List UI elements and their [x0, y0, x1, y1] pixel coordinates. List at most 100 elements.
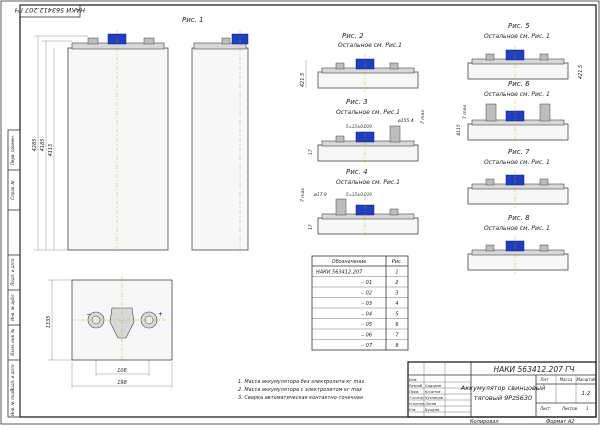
fig4-dim-a: ø17.9	[313, 192, 327, 198]
note-3: 3. Сварка автоматическая контактно-точеч…	[238, 395, 363, 401]
dim-d3: 4115	[48, 144, 54, 157]
side-stamp-5: Подп. и дата	[10, 364, 15, 392]
side-stamp-1: Справ. №	[10, 180, 15, 199]
side-stamp-6: Инв. № подл.	[10, 388, 15, 416]
title-sheets-value: 1	[586, 406, 589, 411]
fig4-dim-b: 7 max	[300, 188, 306, 202]
dim-width1: 108	[117, 368, 127, 374]
note-1: 1. Масса аккумулятора без электролита кг…	[238, 379, 364, 385]
title-scale-value: 1:2	[582, 391, 591, 397]
fig3-dim-d: 17	[308, 149, 314, 155]
table-cell-designation: – 01	[362, 280, 372, 286]
table-cell-designation: – 06	[362, 333, 372, 339]
footer-format: Формат А2	[546, 419, 574, 425]
fig8-title: Рис. 8	[508, 214, 530, 222]
signature-role: Н.контр.	[409, 402, 425, 406]
fig3-note: Остальное см. Рис.1	[336, 109, 400, 116]
title-name-line1: Аккумулятор свинцовый	[460, 384, 545, 392]
fig4-note: Остальное см. Рис.1	[336, 179, 400, 186]
table-cell-designation: – 07	[362, 343, 373, 349]
fig4: Рис. 4 Остальное см. Рис.1 ø17.9 5=15±0.…	[300, 168, 419, 238]
fig2: Рис. 2 Остальное см. Рис.1 421.5	[300, 32, 419, 92]
table-cell-fig: 2	[395, 280, 398, 286]
title-doc-number: НАКИ 563412.207 ГЧ	[493, 365, 574, 374]
dim-d2: 4185	[40, 139, 46, 152]
table-cell-fig: 3	[395, 291, 398, 297]
fig3: Рис. 3 Остальное см. Рис.1 5=15±0.019 ø1…	[308, 98, 426, 165]
title-sheet-label: Лист	[539, 406, 551, 411]
fig5-note: Остальное см. Рис. 1	[484, 33, 550, 40]
fig6: Рис. 6 Остальное см. Рис. 1 4115 7 max	[456, 80, 569, 144]
fig1-height-dims: 4285 4185 4115	[32, 35, 88, 251]
side-stamp-0: Перв. примен.	[10, 135, 15, 165]
dim-width2: 198	[117, 380, 127, 386]
fig1-top-view: − +	[71, 275, 173, 365]
fig3-dim-b: 7 max	[420, 110, 426, 124]
top-stamp-text: НАКИ 563412.207 ГЧ	[14, 6, 85, 14]
table-cell-designation: – 03	[362, 301, 372, 307]
title-scale-label: Масштаб	[576, 377, 596, 382]
fig6-note: Остальное см. Рис. 1	[484, 91, 550, 98]
signature-name: Бушуев	[425, 408, 439, 412]
table-cell-fig: 4	[395, 301, 398, 307]
fig3-dim-a: ø155.4	[397, 118, 414, 124]
title-name-line2: тяговый 9PzS630	[474, 394, 532, 402]
side-stamps: Перв. примен. Справ. № Подп. и дата Инв.…	[7, 129, 21, 418]
fig2-title: Рис. 2	[342, 32, 364, 40]
fig8: Рис. 8 Остальное см. Рис. 1	[467, 214, 569, 274]
fig4-title: Рис. 4	[346, 168, 368, 176]
table-cell-fig: 8	[395, 343, 398, 349]
fig6-dim-a: 4115	[456, 124, 462, 136]
fig1-top-dims: 108 198 1335	[46, 279, 173, 388]
title-mass-label: Масса	[560, 377, 573, 382]
table-cell-fig: 6	[395, 322, 398, 328]
signature-role: Изм.	[409, 378, 417, 382]
table-header-designation: Обозначение	[332, 259, 367, 265]
title-lit-label: Лит.	[539, 377, 549, 382]
signature-name: Кузнецов	[425, 396, 443, 400]
fig5: Рис. 5 Остальное см. Рис. 1 421.5	[467, 22, 584, 84]
fig6-title: Рис. 6	[508, 80, 530, 88]
dim-side: 1335	[46, 316, 52, 329]
fig1-side-view	[191, 30, 249, 255]
fig2-dim: 421.5	[300, 73, 306, 87]
side-stamp-2: Подп. и дата	[10, 258, 15, 286]
fig1-title: Рис. 1	[182, 16, 204, 24]
fig7-note: Остальное см. Рис. 1	[484, 159, 550, 166]
fig7-title: Рис. 7	[508, 148, 530, 156]
table-cell-designation: НАКИ 563412.207	[316, 270, 363, 276]
notes: 1. Масса аккумулятора без электролита кг…	[238, 379, 364, 401]
fig5-title: Рис. 5	[508, 22, 530, 30]
table-cell-designation: – 04	[362, 312, 372, 318]
top-stamp: НАКИ 563412.207 ГЧ	[14, 4, 85, 18]
fig7: Рис. 7 Остальное см. Рис. 1	[467, 148, 569, 208]
signature-name: Лосев	[424, 402, 436, 406]
signature-name: Сидоров	[425, 384, 441, 388]
dim-d1: 4285	[32, 139, 38, 152]
signature-role: Утв.	[409, 408, 417, 412]
title-block: НАКИ 563412.207 ГЧ Аккумулятор свинцовый…	[407, 361, 597, 418]
footer-copied: Копировал	[470, 419, 499, 425]
table-cell-designation: – 02	[362, 291, 372, 297]
title-sheets-label: Листов	[561, 406, 578, 411]
note-2: 2. Масса аккумулятора с электролитом кг …	[238, 387, 362, 393]
fig2-note: Остальное см. Рис.1	[338, 42, 402, 49]
fig1-front-view	[67, 30, 169, 255]
minus-sign: −	[86, 311, 91, 318]
variants-table: Обозначение Рис. НАКИ 563412.207 1 – 01 2 – …	[311, 255, 409, 351]
signature-name: Кочетов	[425, 390, 441, 394]
side-stamp-4: Взам. инв. №	[10, 328, 15, 355]
signature-role: Разраб.	[409, 384, 423, 388]
table-cell-fig: 1	[395, 270, 398, 276]
signature-role: Пров.	[409, 390, 419, 394]
table-header-fig: Рис.	[392, 259, 403, 265]
fig3-dim-c: 5=15±0.019	[346, 124, 372, 129]
signature-role: Т.контр.	[409, 396, 425, 400]
table-cell-fig: 5	[395, 312, 398, 318]
side-stamp-3: Инв. № дубл.	[10, 293, 15, 320]
fig3-title: Рис. 3	[346, 98, 368, 106]
